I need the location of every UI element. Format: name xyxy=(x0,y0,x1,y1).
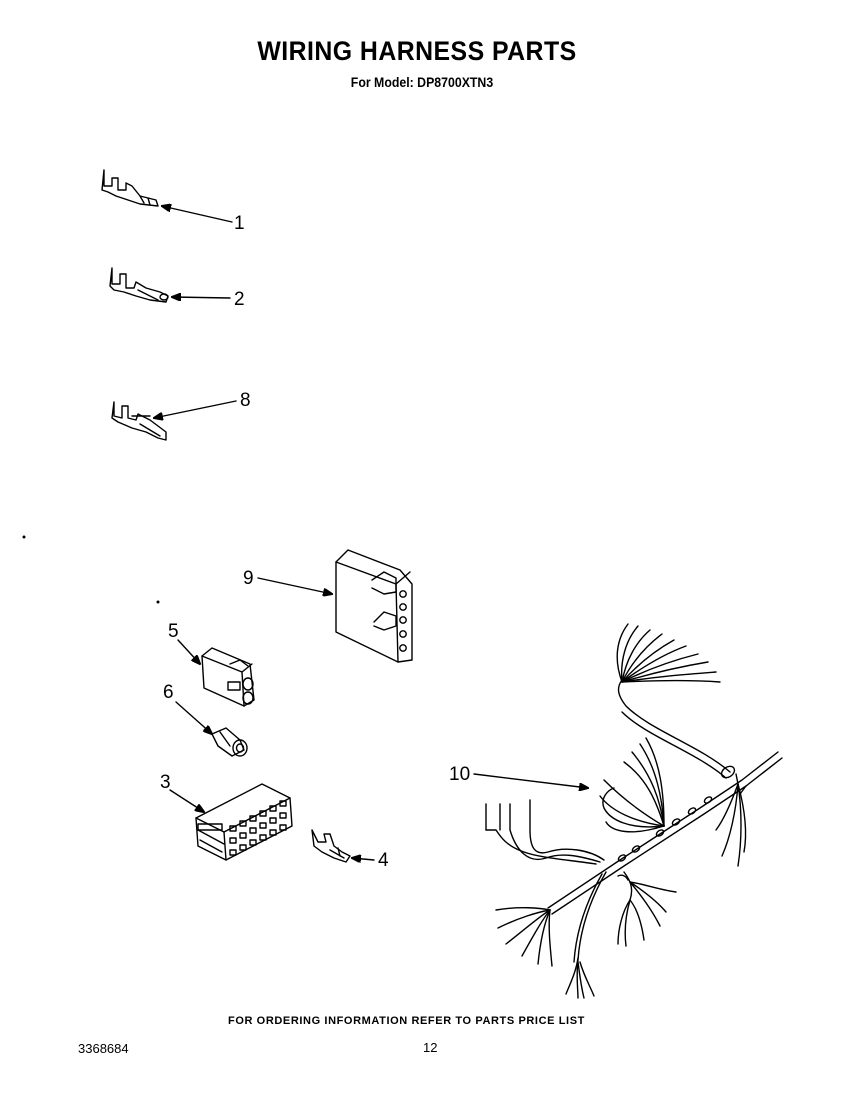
page-number: 12 xyxy=(423,1040,438,1055)
part-3-housing[interactable] xyxy=(195,783,293,861)
leader-1 xyxy=(162,206,233,223)
part-8-terminal[interactable] xyxy=(111,401,167,441)
speck xyxy=(156,600,160,604)
leader-9 xyxy=(257,577,332,594)
callout-5: 5 xyxy=(168,621,179,642)
callout-3: 3 xyxy=(160,772,171,793)
leader-8 xyxy=(154,400,237,418)
leader-10 xyxy=(473,773,588,788)
leader-2 xyxy=(172,297,231,298)
callout-9: 9 xyxy=(243,568,254,589)
leader-5 xyxy=(177,639,200,664)
callout-8: 8 xyxy=(240,390,251,411)
part-2-terminal[interactable] xyxy=(109,267,169,303)
model-subtitle: For Model: DP8700XTN3 xyxy=(350,74,494,90)
page-title: WIRING HARNESS PARTS xyxy=(257,36,577,66)
leader-3 xyxy=(169,789,204,812)
callout-2: 2 xyxy=(234,289,245,310)
part-6-sleeve[interactable] xyxy=(211,727,248,757)
callout-4: 4 xyxy=(378,850,389,871)
part-9-connector[interactable] xyxy=(335,549,413,663)
leader-6 xyxy=(175,701,212,734)
ordering-note: FOR ORDERING INFORMATION REFER TO PARTS … xyxy=(228,1015,585,1027)
part-4-terminal[interactable] xyxy=(311,829,351,863)
speck xyxy=(22,535,26,539)
part-10-wiring-harness[interactable] xyxy=(485,623,783,999)
callout-6: 6 xyxy=(163,682,174,703)
callout-1: 1 xyxy=(234,213,245,234)
document-number: 3368684 xyxy=(78,1041,129,1056)
leader-4 xyxy=(352,858,375,860)
callout-10: 10 xyxy=(449,764,471,785)
part-5-connector[interactable] xyxy=(201,647,255,707)
part-1-terminal[interactable] xyxy=(101,169,159,207)
